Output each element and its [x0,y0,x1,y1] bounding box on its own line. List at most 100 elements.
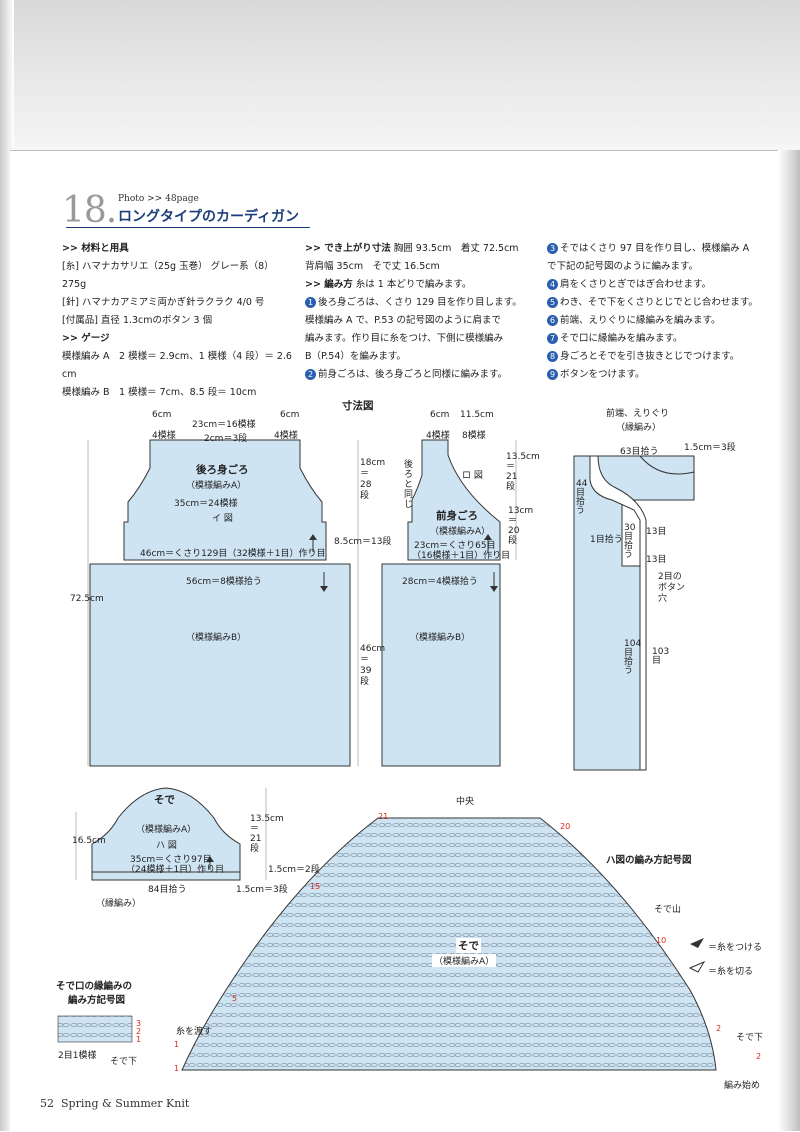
step-text: B（P.54）を編みます。 [305,351,406,362]
edge-top: 63目拾う [620,447,659,457]
step-number-badge: 6 [547,315,558,326]
finished-line2: 背肩幅 35cm そで丈 16.5cm [305,261,440,272]
gauge-a-unit: cm [62,369,77,380]
gauge-heading: >> ゲージ [62,333,110,344]
legend-cut-icon [688,960,706,973]
back-lower-shape [89,563,351,767]
sleeve-edge: （縁編み） [96,899,142,909]
cuff-seam: そで下 [110,1057,138,1067]
gauge-b: 模様編み B 1 模様＝ 7cm、8.5 段＝ 10cm [62,387,257,398]
edge-buttonhole: 2目のボタン穴 [658,572,686,604]
step-number-badge: 5 [547,297,558,308]
sleeve-foundation1: 35cm＝くさり97目 [130,855,212,865]
step-text: 編みます。作り目に糸をつけ、下側に模様編み [305,333,504,344]
front-label1: 前身ごろ [436,510,478,522]
edge-p44: 44目拾う [576,479,588,516]
cuff-title1: そで口の縁編みの [56,981,133,992]
page-margin-top [0,0,800,150]
row-num-1-bottom: 1 [174,1064,180,1073]
back-label1: 後ろ身ごろ [196,464,249,476]
step-number-badge: 7 [547,333,558,344]
finished-heading: >> でき上がり寸法 [305,243,391,254]
back-chart-ref: イ 図 [212,514,233,524]
needle-line: [針] ハマナカアミアミ両かぎ針ラクラク 4/0 号 [62,297,265,308]
row-num-21: 21 [378,812,389,821]
cuff-repeat: 2目1模様 [58,1051,97,1061]
front-side-note: 後ろと同じ [404,460,414,510]
front-body-b: （模様編みB） [410,633,471,643]
page-number: 52 [40,1097,54,1110]
footer-text: Spring & Summer Knit [61,1097,190,1110]
sleeve-chart-shape [181,817,717,1071]
yarn-amount: 275g [62,279,87,290]
page-footer: 52 Spring & Summer Knit [40,1097,189,1110]
legend-attach-icon [690,938,704,948]
chart-label1: そで [456,938,481,953]
back-total: 72.5cm [70,594,104,604]
accessory-line: [付属品] 直径 1.3cmのボタン 3 個 [62,315,213,326]
front-h2: 13cm＝20段 [508,506,534,546]
back-height-armhole: 8.5cm＝13段 [334,537,392,547]
row-num-10: 10 [656,936,667,945]
method-intro: 糸は 1 本どりで編みます。 [355,279,472,290]
step-number-badge: 4 [547,279,558,290]
method-step: で下記の記号図のように編みます。 [547,258,698,276]
cuff-chart-shape [57,1015,133,1043]
front-label2: （模様編みA） [430,527,491,537]
edge-p103: 103目 [652,647,670,666]
back-neck: 2cm＝3段 [204,434,248,444]
sleeve-h1: 13.5cm＝21段 [250,814,284,854]
step-text: 肩をくさりとぎではぎ合わせます。 [560,279,712,290]
back-width-top: 35cm＝24模様 [174,499,238,509]
edge-title1: 前端、えりぐり [606,409,670,419]
sleeve-h3: 1.5cm＝3段 [236,885,288,895]
step-text: で下記の記号図のように編みます。 [547,261,699,272]
step-text: 身ごろとそでを引き抜きとじでつけます。 [560,351,740,362]
front-top-left: 6cm [430,410,450,420]
step-text: ボタンをつけます。 [560,369,645,380]
cuff-title2: 編み方記号図 [68,995,126,1006]
back-top-mid: 23cm＝16模様 [192,420,256,430]
edge-width: 1.5cm＝3段 [684,443,736,453]
chart-title: ハ図の編み方記号図 [606,855,692,866]
method-step: 編みます。作り目に糸をつけ、下側に模様編み [305,330,503,348]
front-h1: 13.5cm＝21段 [506,452,540,492]
edge-p1: 1目拾う [590,535,623,545]
step-text: 前身ごろは、後ろ身ごろと同様に編みます。 [318,369,508,380]
step-number-badge: 3 [547,243,558,254]
page-title: ロングタイプのカーディガン [118,209,300,225]
row-num-1-left: 1 [174,1040,180,1049]
sleeve-pickup: 84目拾う [148,885,187,895]
row-num-5: 5 [232,994,238,1003]
sleeve-chart-ref: ハ 図 [156,841,177,851]
sleeve-foundation2: （24模様＋1目）作り目 [126,865,225,875]
finished-line1: 胸囲 93.5cm 着丈 72.5cm [393,243,519,254]
edge-p104: 104目拾う [624,639,642,676]
front-foundation1: 23cm＝くさり65目 [414,541,496,551]
materials-heading: >> 材料と用具 [62,243,129,254]
row-num-2-right: 2 [716,1024,722,1033]
edge-p30: 30目拾う [624,523,636,560]
back-body-b: （模様編みB） [186,633,247,643]
step-number-badge: 8 [547,351,558,362]
back-lower-height: 46cm＝39段 [360,644,386,687]
back-top-right-sub: 4模様 [274,431,298,441]
cuff-row-3: 3 [136,1019,142,1028]
cuff-row-1: 1 [136,1035,142,1044]
front-top-left-sub: 4模様 [426,431,450,441]
step-number-badge: 9 [547,369,558,380]
front-lower-shape [381,563,501,767]
front-edge-shape [573,455,695,771]
chart-label2: （模様編みA） [432,954,497,967]
step-text: 前端、えりぐりに縁編みを編みます。 [560,315,721,326]
step-text: 模様編み A で、P.53 の記号図のように肩まで [305,315,502,326]
back-top-left-sub: 4模様 [152,431,176,441]
edge-title2: （縁編み） [616,423,662,433]
